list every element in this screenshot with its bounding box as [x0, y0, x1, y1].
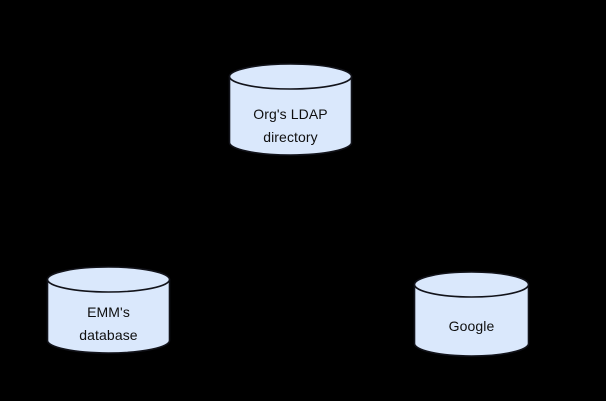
node-org-ldap-directory[interactable]: Org's LDAP directory: [228, 63, 353, 156]
node-google[interactable]: Google: [413, 271, 530, 357]
database-cylinder-icon: [228, 63, 353, 156]
node-emm-database[interactable]: EMM's database: [46, 266, 171, 354]
database-cylinder-icon: [413, 271, 530, 357]
database-cylinder-icon: [46, 266, 171, 354]
